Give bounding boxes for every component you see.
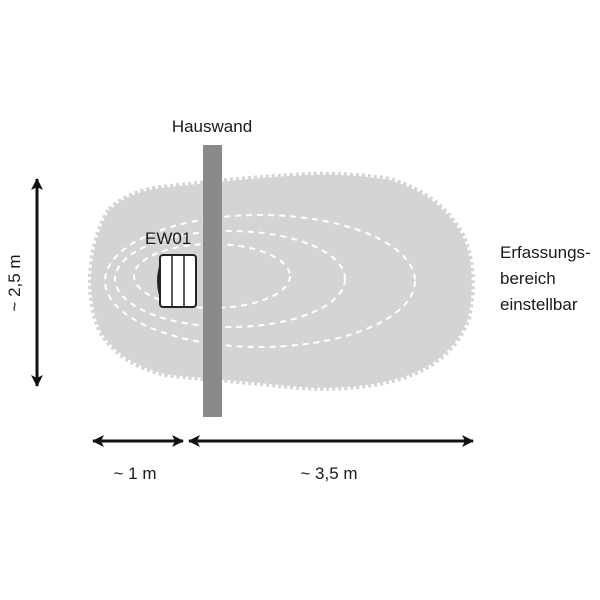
house-wall: [203, 145, 222, 417]
range-ring-outer: [104, 214, 416, 348]
detection-area-shape: [88, 171, 475, 391]
detection-area-label-line-1: Erfassungs-: [500, 243, 591, 262]
detection-area-label: Erfassungs- bereich einstellbar: [500, 243, 595, 314]
detection-area-label-line-2: bereich: [500, 269, 556, 288]
sensor-body: [159, 254, 197, 308]
range-ring-middle: [114, 230, 346, 328]
behind-wall-dimension-label: ~ 1 m: [114, 464, 157, 483]
sensor-label: EW01: [145, 229, 191, 248]
in-front-of-wall-dimension-label: ~ 3,5 m: [300, 464, 357, 483]
sensor-device: [157, 254, 197, 308]
detection-area-label-line-3: einstellbar: [500, 295, 578, 314]
house-wall-label: Hauswand: [172, 117, 252, 136]
height-dimension-label: ~ 2,5 m: [5, 254, 24, 311]
